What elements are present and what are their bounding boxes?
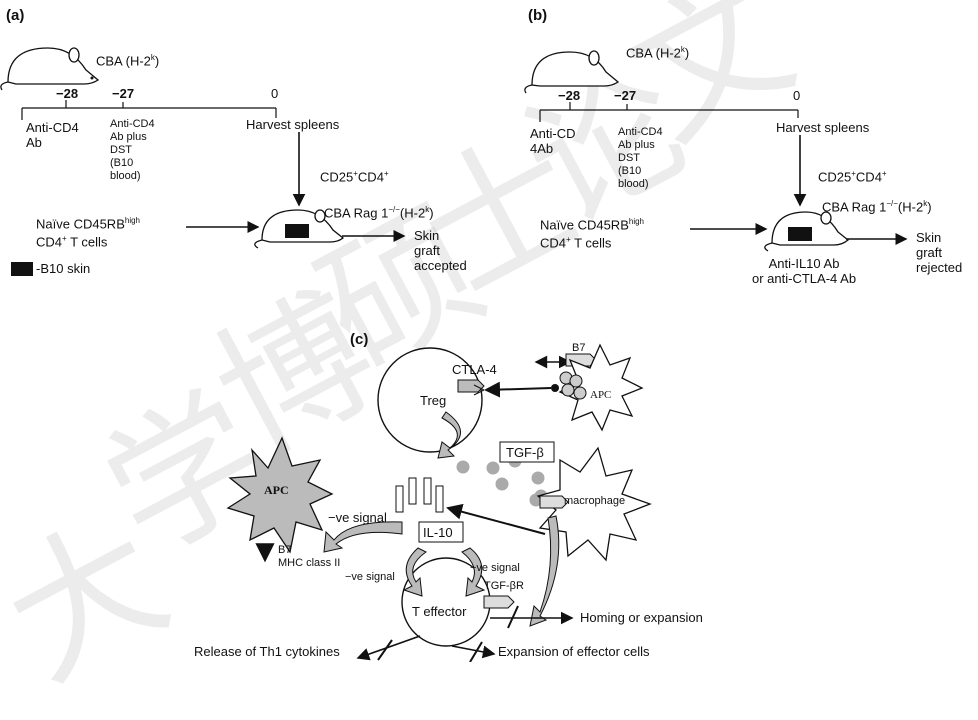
macrophage-label: macrophage: [564, 494, 625, 509]
effector-expansion-label: Expansion of effector cells: [498, 644, 650, 659]
panel-label-a: (a): [6, 8, 24, 23]
homing-label: Homing or expansion: [580, 610, 703, 625]
mouse-icon: [1, 48, 98, 90]
donor-strain-label: CBA (H-2k): [96, 50, 159, 68]
skin-graft-legend-swatch: [11, 262, 33, 276]
naive-cells-label: Naïve CD45RBhigh: [36, 213, 140, 231]
panel-label-b: (b): [528, 8, 547, 23]
timepoint-label: −27: [614, 88, 636, 103]
treatment-label: Anti-IL10 Ab or anti-CTLA-4 Ab: [752, 256, 856, 286]
negative-signal-label: −ve signal: [345, 570, 395, 585]
timepoint-label: −27: [112, 86, 134, 101]
outcome-label: Skin graft rejected: [916, 230, 962, 275]
naive-cells-label: Naïve CD45RBhigh: [540, 214, 644, 232]
outcome-label: Skin graft accepted: [414, 228, 467, 273]
event-label: Anti-CD4 Ab: [26, 120, 79, 150]
mouse-icon: [525, 51, 618, 93]
recipient-label: CBA Rag 1−/−(H-2k): [324, 202, 434, 220]
event-label: Anti-CD 4Ab: [530, 126, 576, 156]
treg-label: Treg: [420, 393, 446, 408]
ctla4-receptor: [458, 380, 484, 392]
recipient-label: CBA Rag 1−/−(H-2k): [822, 196, 932, 214]
apc-right-label: APC: [590, 388, 611, 403]
donor-strain-label: CBA (H-2k): [626, 42, 689, 60]
panel-label-c: (c): [350, 332, 368, 347]
th1-cytokines-label: Release of Th1 cytokines: [194, 644, 340, 659]
timepoint-label: 0: [793, 88, 800, 103]
timepoint-label: −28: [558, 88, 580, 103]
naive-cells-label: CD4+ T cells: [36, 231, 107, 249]
legend-label: -B10 skin: [36, 261, 90, 276]
negative-signal-label: −ve signal: [470, 561, 520, 576]
il10-label: IL-10: [423, 525, 453, 540]
negative-signal-label: −ve signal: [328, 510, 387, 525]
tgf-beta-label: TGF-β: [506, 445, 544, 460]
t-effector-label: T effector: [412, 604, 466, 619]
event-label: Anti-CD4 Ab plus DST (B10 blood): [618, 126, 663, 191]
ctla4-label: CTLA-4: [452, 362, 497, 377]
b7-mhc-label: B7 MHC class II: [278, 544, 340, 570]
b7-label: B7: [572, 341, 585, 356]
event-label: Anti-CD4 Ab plus DST (B10 blood): [110, 118, 155, 183]
naive-cells-label: CD4+ T cells: [540, 232, 611, 250]
timepoint-label: −28: [56, 86, 78, 101]
event-label: Harvest spleens: [246, 117, 339, 132]
apc-left-label: APC: [264, 483, 289, 498]
event-label: Harvest spleens: [776, 120, 869, 135]
tgf-beta-receptor-label: TGF-βR: [484, 579, 524, 594]
cell-population-label: CD25+CD4+: [818, 166, 887, 184]
cell-population-label: CD25+CD4+: [320, 166, 389, 184]
timepoint-label: 0: [271, 86, 278, 101]
